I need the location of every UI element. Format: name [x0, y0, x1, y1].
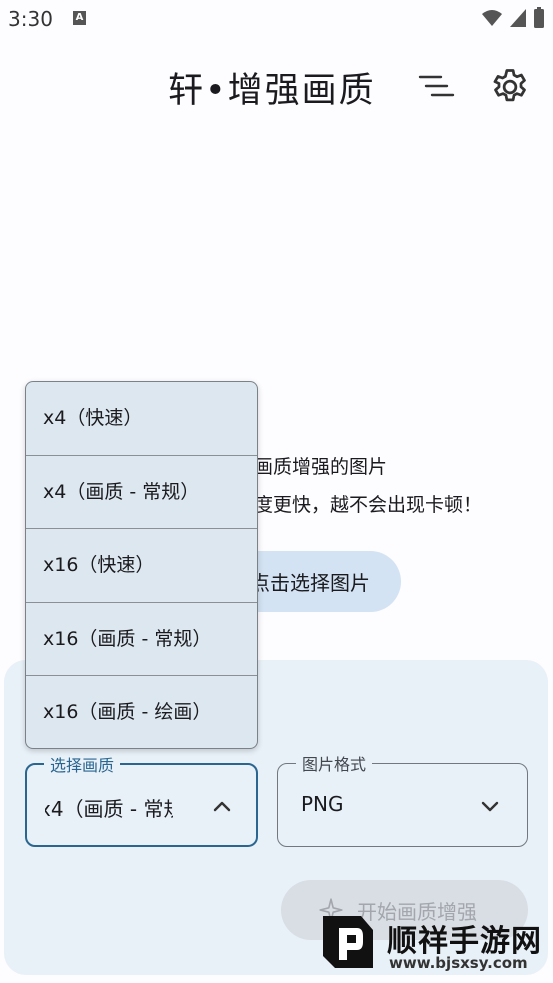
chevron-up-icon — [213, 801, 231, 812]
notification-icon: A — [73, 11, 86, 25]
quality-option-x16-quality-normal[interactable]: x16（画质 - 常规） — [26, 603, 257, 677]
quality-field-label: 选择画质 — [44, 752, 121, 776]
format-field-label: 图片格式 — [296, 751, 373, 775]
start-enhance-button[interactable]: 开始画质增强 — [281, 880, 528, 940]
watermark-title: 顺祥手游网 — [387, 924, 542, 959]
format-select[interactable]: 图片格式 PNG — [277, 751, 528, 847]
quality-select[interactable]: 选择画质 x4（画质 - 常规） — [25, 752, 258, 847]
status-icons — [481, 7, 545, 29]
format-field-value: PNG — [301, 792, 344, 816]
gear-icon — [493, 69, 526, 102]
watermark: 顺祥手游网 www.bjsxsy.com — [303, 904, 548, 979]
watermark-url: www.bjsxsy.com — [389, 954, 528, 972]
quality-dropdown-menu: x4（快速） x4（画质 - 常规） x16（快速） x16（画质 - 常规） … — [25, 381, 258, 749]
chevron-down-icon — [481, 801, 499, 812]
app-title: 轩•增强画质 — [168, 71, 376, 111]
quality-option-x4-quality-normal[interactable]: x4（画质 - 常规） — [26, 456, 257, 530]
menu-icon — [418, 75, 455, 97]
start-enhance-label: 开始画质增强 — [357, 900, 477, 924]
watermark-logo-icon — [323, 916, 373, 968]
quality-field-value: x4（画质 - 常规） — [45, 797, 173, 821]
menu-button[interactable] — [414, 67, 458, 105]
quality-option-x4-fast[interactable]: x4（快速） — [26, 382, 257, 456]
select-image-button[interactable]: 点击选择图片 — [150, 551, 401, 612]
status-bar: 3:30 A — [0, 0, 553, 40]
settings-button[interactable] — [488, 65, 532, 109]
signal-icon — [510, 9, 526, 27]
status-time: 3:30 — [8, 7, 53, 31]
wifi-icon — [482, 10, 502, 26]
quality-option-x16-fast[interactable]: x16（快速） — [26, 529, 257, 603]
select-image-label: 点击选择图片 — [250, 571, 370, 595]
quality-option-x16-quality-painting[interactable]: x16（画质 - 绘画） — [43, 701, 212, 724]
battery-icon — [534, 7, 544, 28]
